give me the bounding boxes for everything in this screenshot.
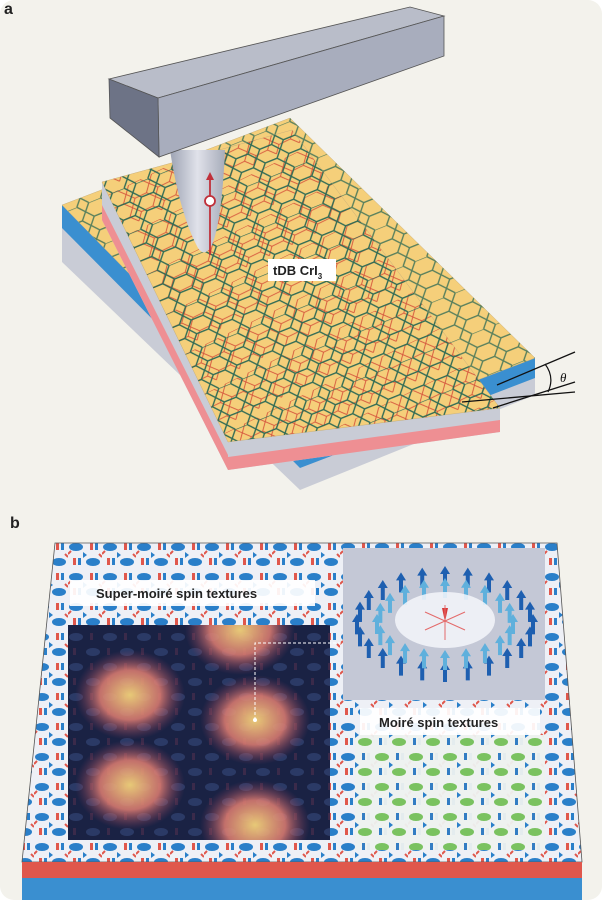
spin-arrow-icon — [504, 602, 515, 623]
spin-arrow-icon — [495, 592, 506, 613]
super-moire-map — [68, 625, 343, 840]
spin-arrow-icon — [525, 626, 536, 647]
spin-arrow-icon — [525, 601, 536, 622]
spin-arrow-icon — [440, 578, 450, 598]
spin-arrow-icon — [462, 567, 473, 588]
panel-b-letter: b — [10, 515, 20, 532]
spin-arrow-icon — [377, 580, 388, 601]
spin-arrow-icon — [516, 590, 527, 610]
panel-a-letter: a — [4, 1, 13, 18]
moire-label: Moiré spin textures — [360, 708, 540, 735]
spin-arrow-icon — [363, 638, 374, 658]
spin-arrow-icon — [400, 584, 411, 605]
spin-arrow-icon — [400, 643, 411, 664]
spin-up-icon — [204, 172, 216, 255]
spin-arrow-icon — [384, 635, 395, 656]
spin-arrow-icon — [418, 579, 429, 600]
angle-label: θ — [560, 370, 567, 385]
spin-arrow-icon — [440, 566, 450, 586]
twist-angle-indicator: θ — [461, 351, 576, 409]
super-moire-label-text: Super-moiré spin textures — [96, 586, 257, 601]
spin-arrow-icon — [461, 579, 472, 600]
svg-text:tDB CrI3: tDB CrI3 — [273, 263, 323, 281]
spin-arrow-icon — [516, 638, 527, 658]
skyrmion-arrows — [352, 566, 538, 682]
material-label-text: tDB CrI — [273, 263, 318, 278]
skyrmion-inset — [343, 548, 545, 700]
moire-label-text: Moiré spin textures — [379, 715, 498, 730]
spin-arrow-icon — [440, 650, 450, 670]
spin-arrow-icon — [479, 643, 490, 664]
spin-arrow-icon — [417, 567, 428, 588]
moire-texture-map — [355, 735, 545, 850]
spin-arrow-icon — [375, 602, 386, 623]
spin-arrow-icon — [461, 648, 472, 669]
spin-arrow-icon — [384, 592, 395, 613]
spin-arrow-icon — [502, 647, 513, 668]
spin-arrow-icon — [418, 648, 429, 669]
cantilever-probe — [107, 6, 446, 253]
spin-arrow-icon — [502, 580, 513, 601]
spin-arrow-icon — [377, 647, 388, 668]
spin-arrow-icon — [484, 572, 494, 593]
spin-arrow-icon — [495, 635, 506, 656]
spin-arrow-icon — [479, 584, 490, 605]
material-label-subscript: 3 — [318, 272, 323, 281]
super-moire-label: Super-moiré spin textures — [70, 580, 315, 606]
spin-arrow-icon — [354, 601, 365, 622]
spin-arrow-icon — [440, 662, 450, 682]
material-label: tDB CrI3 — [268, 259, 336, 281]
spin-arrow-icon — [504, 625, 515, 646]
spin-arrow-icon — [363, 590, 374, 610]
spin-arrow-icon — [396, 572, 406, 593]
